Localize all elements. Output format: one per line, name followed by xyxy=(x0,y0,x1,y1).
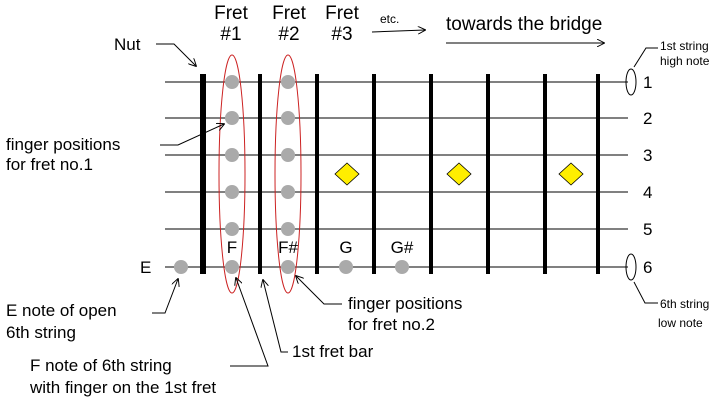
note-f-label: F xyxy=(227,238,237,257)
f-note-sub-label: with finger on the 1st fret xyxy=(29,378,216,397)
nut-bar xyxy=(200,74,206,274)
etc-label: etc. xyxy=(380,12,399,26)
finger-dot xyxy=(281,260,295,274)
sixth-string-label: 6th string xyxy=(660,297,709,311)
finger-dot xyxy=(281,148,295,162)
fret3-label: Fret xyxy=(325,3,360,24)
fret-bar-1 xyxy=(258,74,262,274)
inlay-marker xyxy=(558,162,584,186)
string-6-marker xyxy=(625,253,637,281)
string-number-4: 4 xyxy=(643,183,652,202)
finger-dot xyxy=(281,75,295,89)
fret-bar-3 xyxy=(372,74,376,274)
finger-dot xyxy=(281,185,295,199)
g-note-dot xyxy=(339,260,353,274)
g-sharp-note-dot xyxy=(395,260,409,274)
fret1-label: Fret xyxy=(214,3,249,24)
finger-dot xyxy=(281,222,295,236)
note-f-sharp-label: F# xyxy=(278,238,298,257)
nut-arrow xyxy=(156,43,196,66)
nut-label: Nut xyxy=(114,35,141,54)
fret-bar-6 xyxy=(543,74,547,274)
open-e-arrow xyxy=(152,279,178,314)
note-e-label: E xyxy=(140,258,151,277)
inlay-marker xyxy=(334,162,360,186)
finger-positions-2-label: finger positions xyxy=(348,294,462,313)
fret1-number: #1 xyxy=(220,24,241,45)
fret3-number: #3 xyxy=(331,24,352,45)
first-string-arrow xyxy=(633,47,658,68)
finger-positions-1-arrow xyxy=(160,124,224,146)
fret-bar-arrow xyxy=(263,280,288,353)
fret-bar-2 xyxy=(315,74,319,274)
string-number-5: 5 xyxy=(643,220,652,239)
open-e-sub-label: 6th string xyxy=(6,323,76,342)
inlay-marker xyxy=(446,162,472,186)
string-number-3: 3 xyxy=(643,146,652,165)
string-number-2: 2 xyxy=(643,109,652,128)
finger-positions-2-sub-label: for fret no.2 xyxy=(348,315,435,334)
note-g-label: G xyxy=(339,238,352,257)
f-note-label: F note of 6th string xyxy=(30,356,172,375)
towards-bridge-label: towards the bridge xyxy=(446,14,602,35)
strings xyxy=(165,81,628,268)
etc-arrow xyxy=(371,30,425,32)
finger-dot xyxy=(225,148,239,162)
fret-bar-label: 1st fret bar xyxy=(292,342,374,361)
fret-bar-4 xyxy=(429,74,433,274)
high-note-label: high note xyxy=(660,54,710,68)
note-g-sharp-label: G# xyxy=(391,238,414,257)
finger-dot xyxy=(225,111,239,125)
finger-dot xyxy=(225,222,239,236)
finger-positions-2-arrow xyxy=(296,276,342,305)
fret-bar-5 xyxy=(486,74,490,274)
sixth-string-arrow xyxy=(633,281,658,304)
finger-dots-fret2 xyxy=(281,75,295,274)
finger-dot xyxy=(225,185,239,199)
fret2-highlight-ellipse xyxy=(274,54,302,294)
string-number-1: 1 xyxy=(643,73,652,92)
fret-bars xyxy=(258,74,600,274)
fret2-number: #2 xyxy=(278,24,299,45)
fret-bar-7 xyxy=(596,74,600,274)
finger-dots-fret1 xyxy=(225,75,239,274)
finger-dot xyxy=(225,260,239,274)
open-e-label: E note of open xyxy=(6,301,117,320)
low-note-label: low note xyxy=(658,316,703,330)
first-string-label: 1st string xyxy=(660,39,709,53)
finger-positions-1-sub-label: for fret no.1 xyxy=(6,155,93,174)
string-1-marker xyxy=(625,68,637,96)
fret2-label: Fret xyxy=(272,3,307,24)
fret1-highlight-ellipse xyxy=(218,54,246,294)
open-e-dot xyxy=(174,260,188,274)
finger-positions-1-label: finger positions xyxy=(6,135,120,154)
f-note-arrow xyxy=(230,278,269,367)
finger-dot xyxy=(281,111,295,125)
string-number-6: 6 xyxy=(643,258,652,277)
finger-dot xyxy=(225,75,239,89)
